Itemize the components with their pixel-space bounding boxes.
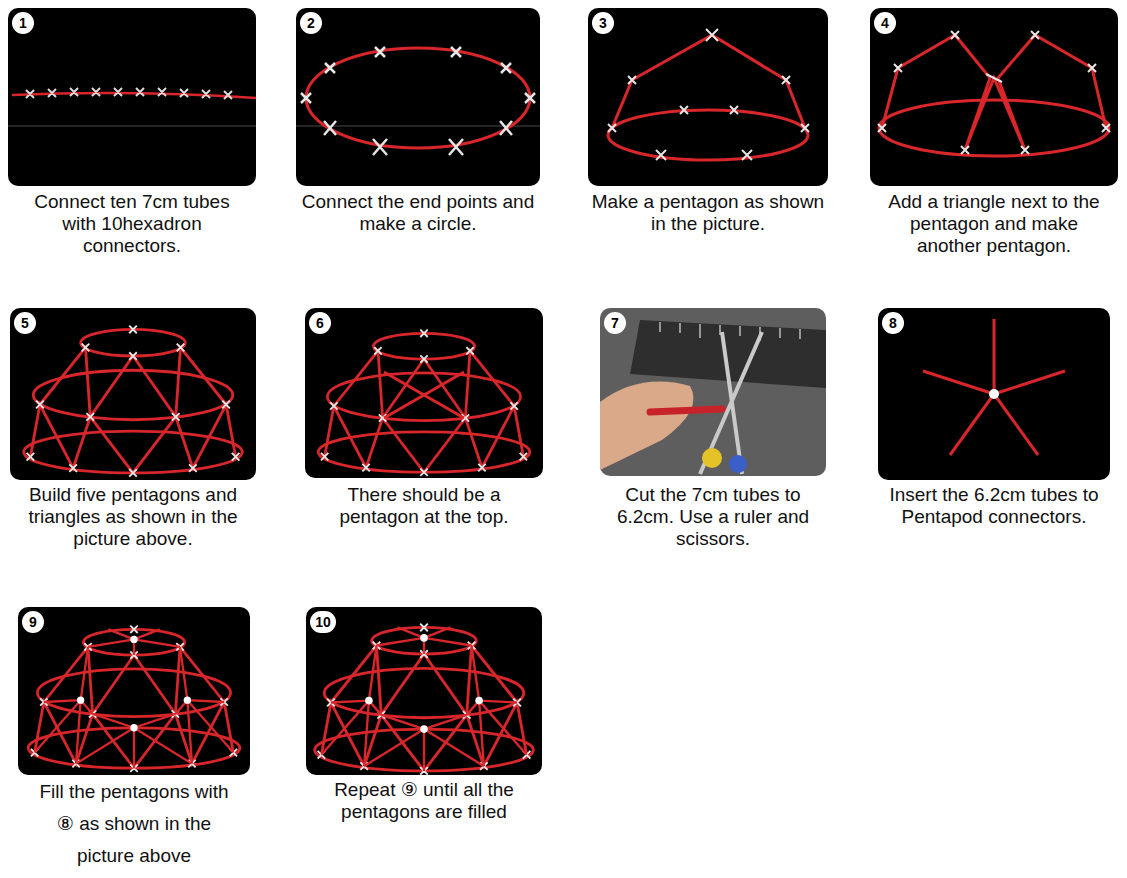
photo-panel xyxy=(321,627,526,770)
caption-text: Make a pentagon as shown in the picture. xyxy=(592,191,824,234)
photo-panel xyxy=(879,100,1109,156)
photo-panel xyxy=(306,48,530,148)
photo-panel xyxy=(600,308,826,476)
step-number: 8 xyxy=(889,316,897,330)
step-number-badge: 7 xyxy=(604,312,626,334)
caption-text: There should be a pentagon at the top. xyxy=(339,484,508,527)
photo-panel xyxy=(8,126,256,127)
photo-panel xyxy=(296,8,540,186)
step-caption: Repeat ⑨ until all the pentagons are fil… xyxy=(294,779,554,823)
step-caption: There should be a pentagon at the top. xyxy=(312,484,537,528)
photo-panel xyxy=(8,8,256,186)
step-number-badge: 9 xyxy=(22,611,44,633)
step-number-badge: 8 xyxy=(882,312,904,334)
caption-text: Repeat ⑨ until all the pentagons are fil… xyxy=(334,779,514,822)
step-caption: Connect the end points and make a circle… xyxy=(291,191,546,235)
photo-panel xyxy=(305,308,543,478)
caption-text: Connect ten 7cm tubes with 10hexadron co… xyxy=(34,191,229,256)
caption-text: Fill the pentagons with ⑧ as shown in th… xyxy=(39,781,228,866)
photo-panel xyxy=(301,47,535,155)
step-number-badge: 1 xyxy=(12,12,34,34)
photo-panel xyxy=(660,322,800,341)
step-number-badge: 3 xyxy=(592,12,614,34)
photo-panel xyxy=(24,326,243,477)
photo-panel xyxy=(306,607,542,775)
photo-panel xyxy=(650,409,722,412)
photo-panel xyxy=(588,8,828,186)
step-caption: Add a triangle next to the pentagon and … xyxy=(877,191,1112,257)
step-caption: Fill the pentagons with ⑧ as shown in th… xyxy=(32,776,237,872)
photo-panel xyxy=(878,308,1110,480)
photo-panel xyxy=(870,8,1118,186)
photo-panel xyxy=(600,382,694,470)
photo-panel xyxy=(8,8,256,186)
step-caption: Make a pentagon as shown in the picture. xyxy=(583,191,833,235)
photo-panel xyxy=(384,372,464,418)
step-caption: Build five pentagons and triangles as sh… xyxy=(21,484,246,550)
photo-panel xyxy=(729,455,747,473)
step-number: 9 xyxy=(29,615,37,629)
photo-panel xyxy=(18,607,250,775)
photo-panel xyxy=(28,626,240,772)
step-number-badge: 5 xyxy=(14,312,36,334)
photo-panel xyxy=(608,29,809,160)
caption-text: Add a triangle next to the pentagon and … xyxy=(888,191,1099,256)
step-number: 1 xyxy=(19,16,27,30)
photo-panel xyxy=(870,8,1118,186)
photo-panel xyxy=(612,35,805,128)
step-number: 10 xyxy=(315,615,331,629)
step-caption: Insert the 6.2cm tubes to Pentapod conne… xyxy=(884,484,1104,528)
photo-panel xyxy=(702,448,722,468)
photo-panel xyxy=(878,31,1110,154)
photo-panel xyxy=(923,319,1065,455)
step-number: 7 xyxy=(611,316,619,330)
step-number-badge: 10 xyxy=(310,611,336,633)
photo-panel xyxy=(18,607,250,775)
photo-panel xyxy=(882,35,1106,150)
step-number: 2 xyxy=(307,16,315,30)
photo-panel xyxy=(318,330,530,476)
caption-text: Connect the end points and make a circle… xyxy=(302,191,534,234)
step-number: 4 xyxy=(881,16,889,30)
photo-panel xyxy=(989,389,999,399)
step-number: 6 xyxy=(316,316,324,330)
photo-panel xyxy=(35,629,234,768)
step-number-badge: 2 xyxy=(300,12,322,34)
photo-panel xyxy=(315,624,534,775)
caption-text: Insert the 6.2cm tubes to Pentapod conne… xyxy=(889,484,1098,527)
photo-panel xyxy=(306,607,542,775)
photo-panel xyxy=(10,308,256,480)
caption-text: Cut the 7cm tubes to 6.2cm. Use a ruler … xyxy=(617,484,809,549)
photo-panel xyxy=(878,308,1110,480)
caption-text: Build five pentagons and triangles as sh… xyxy=(28,484,237,549)
photo-panel xyxy=(26,88,232,99)
photo-panel xyxy=(700,332,762,474)
step-number: 5 xyxy=(21,316,29,330)
step-number-badge: 6 xyxy=(309,312,331,334)
step-number: 3 xyxy=(599,16,607,30)
photo-panel xyxy=(600,308,826,476)
photo-panel xyxy=(305,308,543,478)
photo-panel xyxy=(296,8,540,186)
step-number-badge: 4 xyxy=(874,12,896,34)
photo-panel xyxy=(10,308,256,480)
photo-panel xyxy=(588,8,828,186)
photo-panel xyxy=(608,110,808,160)
step-caption: Connect ten 7cm tubes with 10hexadron co… xyxy=(30,191,235,257)
step-caption: Cut the 7cm tubes to 6.2cm. Use a ruler … xyxy=(606,484,821,550)
